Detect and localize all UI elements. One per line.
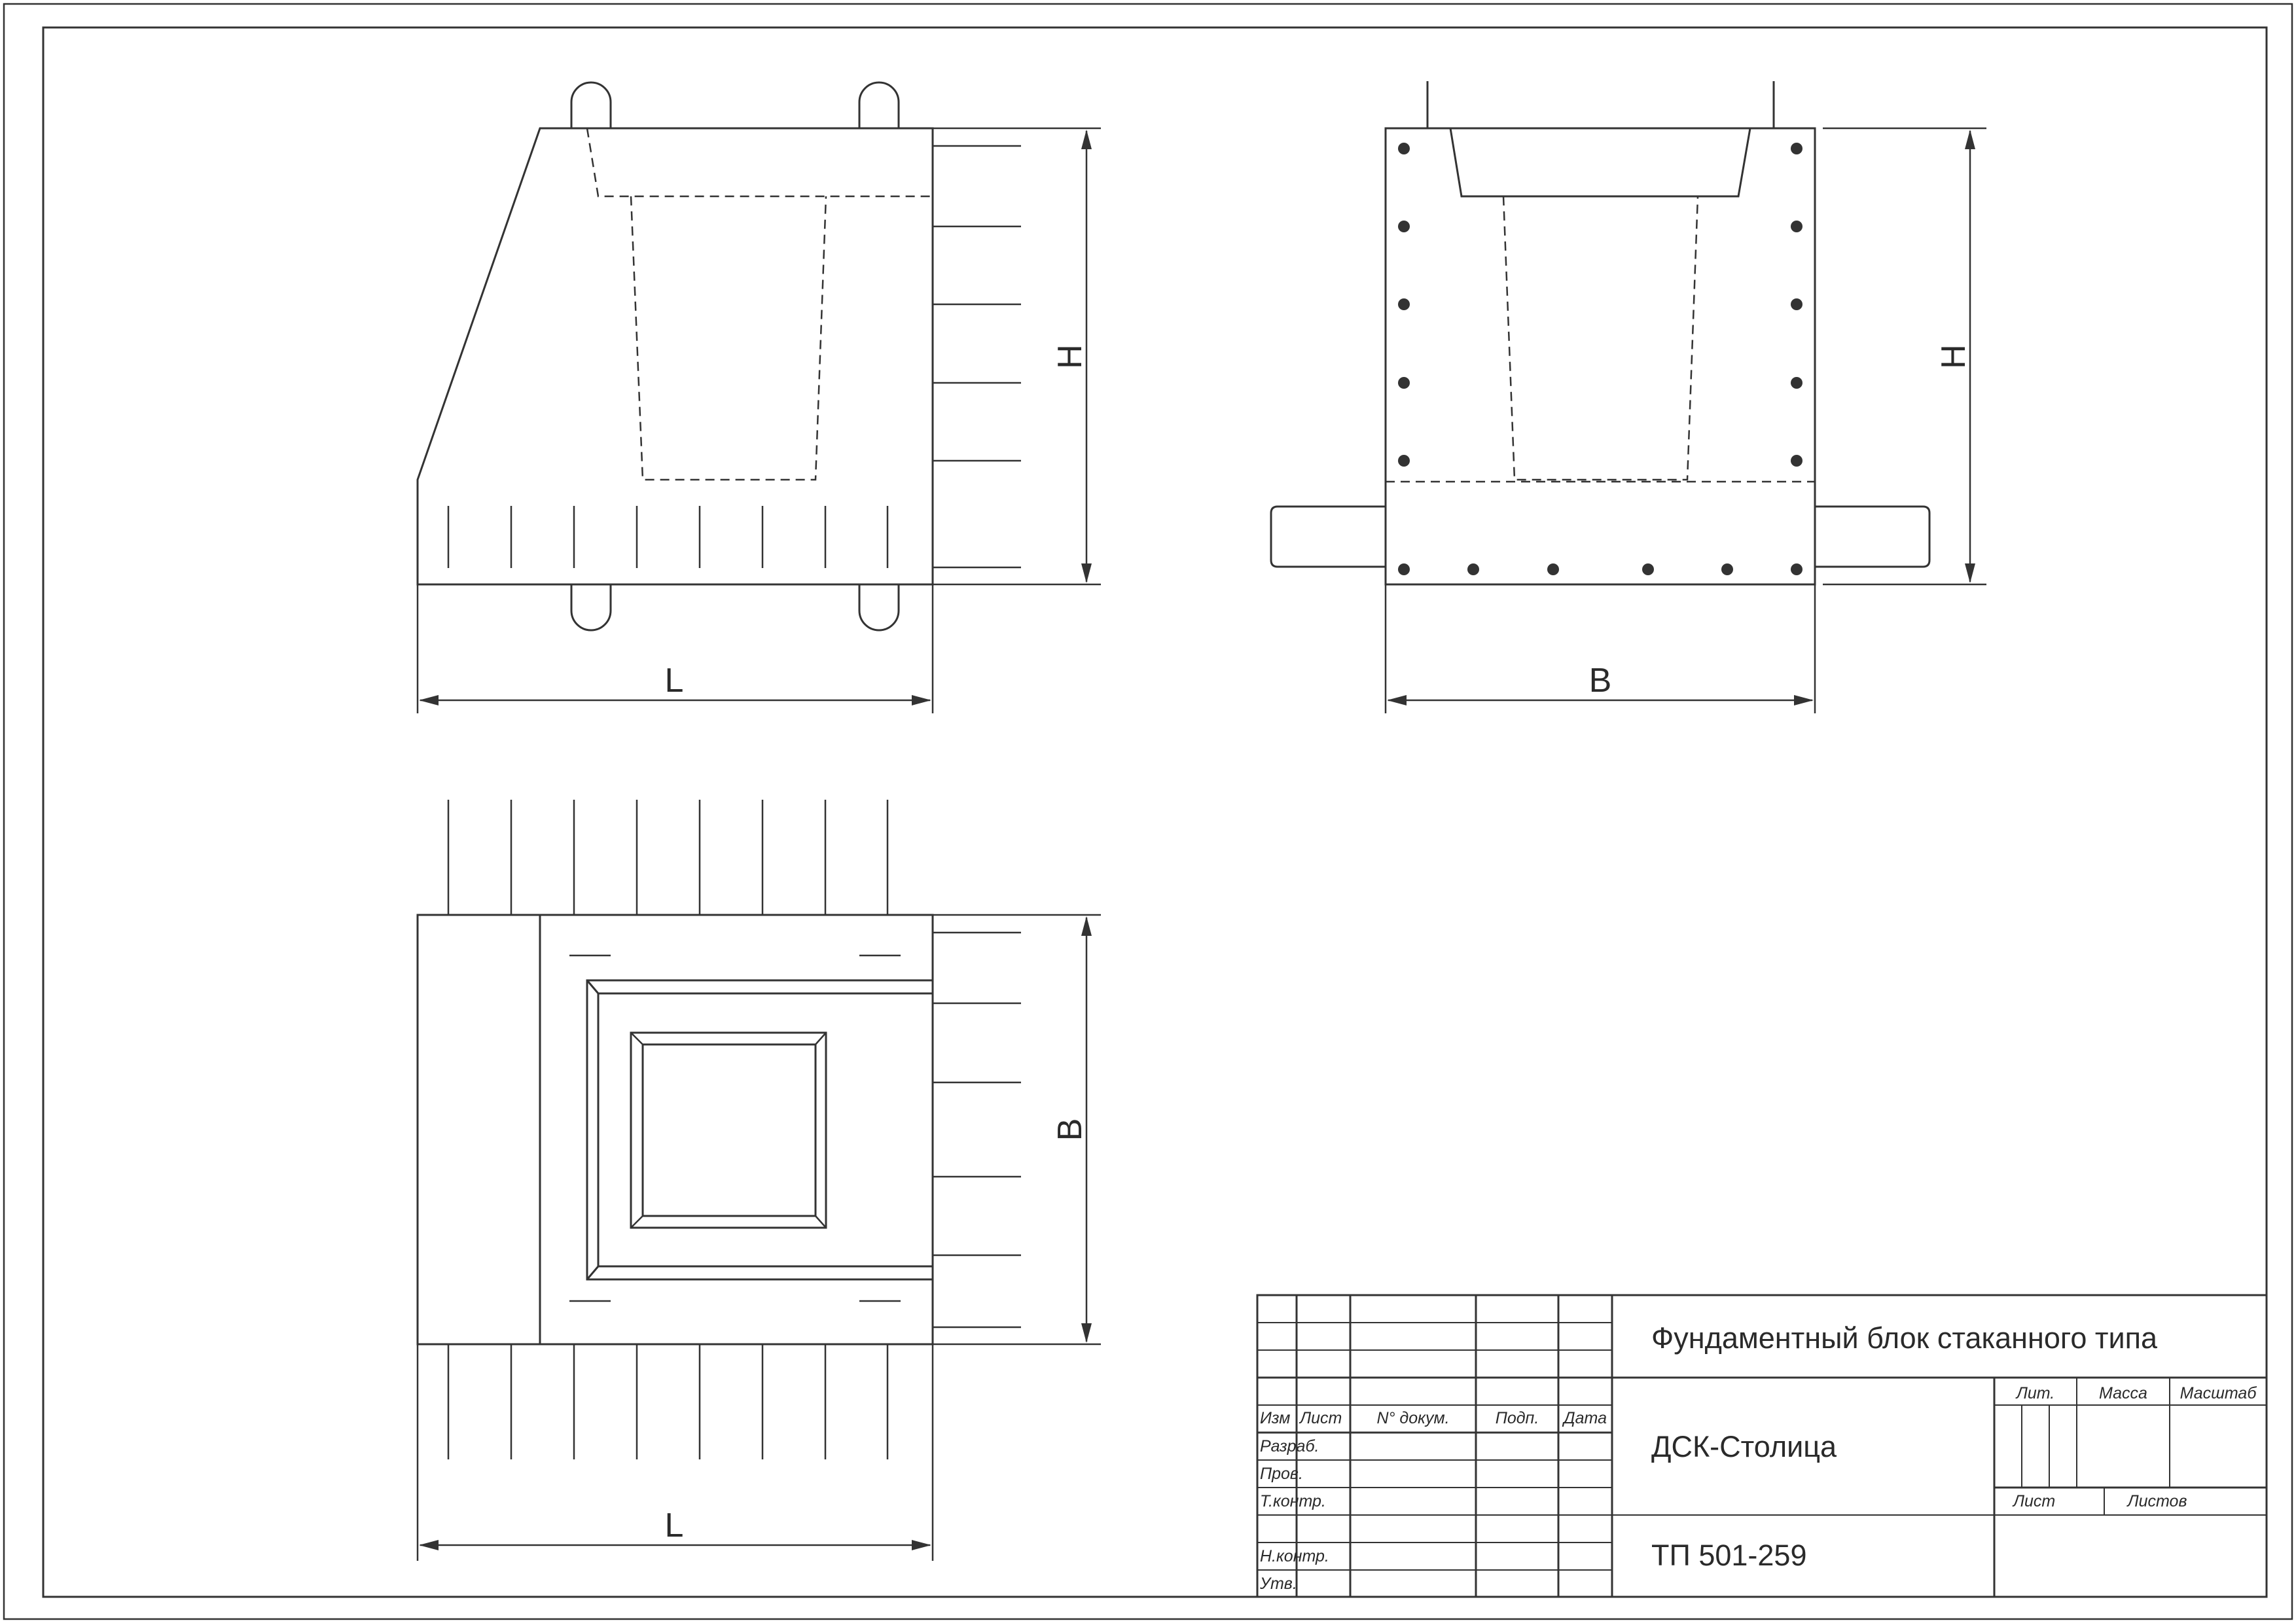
label-sheets: Листов [2126, 1492, 2187, 1510]
dimension-b-side: B [1384, 584, 1816, 713]
row-nkontr: Н.контр. [1260, 1547, 1329, 1565]
socket-rim [1449, 128, 1751, 198]
col-izm: Изм [1260, 1409, 1290, 1427]
corner-marks [569, 954, 901, 1302]
socket-hidden-lines [586, 128, 933, 481]
front-view: H L [416, 81, 1101, 713]
socket-bevel-2 [815, 1032, 827, 1045]
dimension-h-front: H [1051, 130, 1092, 583]
lifting-loop-bottom-left [570, 584, 612, 632]
col-date: Дата [1562, 1409, 1607, 1427]
rebar-dots [1398, 143, 1803, 575]
socket-bottom-inner [641, 1043, 817, 1217]
socket-frame-bevel-bottom [586, 1266, 600, 1280]
lifting-loop-top-right [858, 81, 900, 128]
block-outline-top [416, 914, 934, 1346]
socket-bevel-3 [630, 1215, 643, 1228]
lug-left [1270, 505, 1386, 568]
dimension-b-top: B [1051, 916, 1092, 1343]
title-block-frame [1256, 1294, 2268, 1598]
row-razrab: Разраб. [1260, 1437, 1319, 1455]
title-block: Изм Лист N° докум. Подп. Дата Разраб. Пр… [1256, 1294, 2268, 1598]
organization-name: ДСК-Столица [1651, 1430, 1837, 1463]
label-masshtab: Масштаб [2180, 1384, 2257, 1402]
socket-bevel-4 [815, 1215, 827, 1228]
socket-inner-frame [597, 992, 933, 1268]
label-massa: Масса [2099, 1384, 2147, 1402]
base-rebar-lines [447, 506, 889, 568]
dimension-label-h-side: H [1935, 344, 1973, 369]
drawing-frame [42, 26, 2268, 1598]
label-lit: Лит. [2015, 1384, 2055, 1402]
drawing-title: Фундаментный блок стаканного типа [1651, 1321, 2158, 1355]
lifting-loop-top-left [570, 81, 612, 128]
socket-hidden-lines-side [1502, 196, 1699, 481]
side-rebar-lines [933, 127, 1101, 586]
dimension-label-h-front: H [1051, 344, 1089, 369]
col-sign: Подп. [1496, 1409, 1539, 1427]
row-prov: Пров. [1260, 1465, 1303, 1483]
lug-right [1815, 505, 1931, 568]
dimension-l-top: L [416, 1344, 934, 1561]
document-code: ТП 501-259 [1651, 1539, 1806, 1572]
col-doc-no: N° докум. [1376, 1409, 1449, 1427]
dimension-l-front: L [416, 584, 934, 713]
lifting-loop-bottom-right [858, 584, 900, 632]
side-view: H B [1270, 81, 1986, 713]
top-rebar-lines-lower [447, 1344, 889, 1459]
dimension-label-b-side: B [1589, 662, 1612, 700]
row-tkontr: Т.контр. [1260, 1492, 1326, 1510]
dimension-label-l-front: L [665, 662, 684, 700]
dimension-label-l-top: L [665, 1507, 684, 1544]
socket-outer-frame [586, 979, 933, 1281]
top-side-rebar-lines [933, 914, 1101, 1346]
socket-bottom-outer [630, 1031, 827, 1229]
dimension-h-side: H [1823, 127, 1986, 586]
top-view: B L [416, 800, 1101, 1561]
top-rebar-lines-upper [447, 800, 889, 915]
sheet-outer-border [3, 3, 2293, 1620]
block-outline [416, 127, 934, 586]
socket-frame-bevel-top [586, 980, 600, 994]
dimension-label-b-top: B [1051, 1118, 1089, 1141]
label-sheet: Лист [2012, 1492, 2055, 1510]
col-list: Лист [1299, 1409, 1342, 1427]
row-utv: Утв. [1259, 1575, 1297, 1593]
block-outline-side [1384, 127, 1816, 586]
socket-bevel-1 [630, 1032, 643, 1045]
